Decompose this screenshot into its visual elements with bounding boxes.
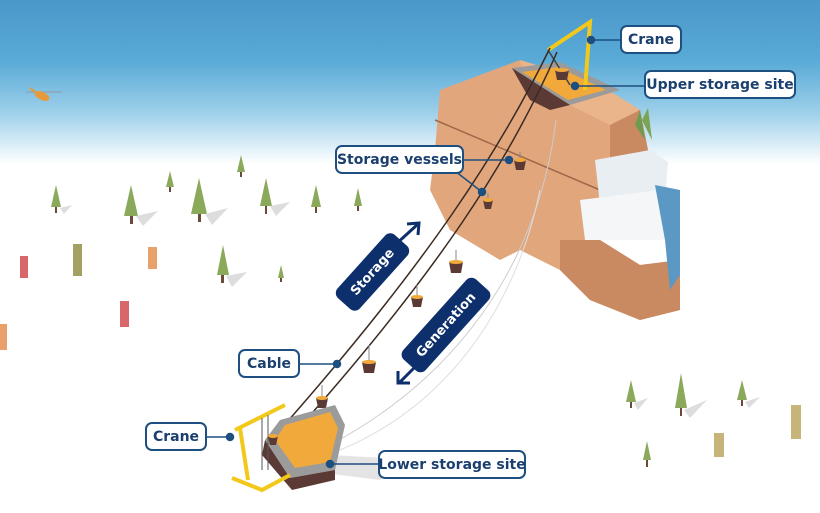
lower-crane xyxy=(231,403,291,493)
vessel-icon xyxy=(449,250,463,273)
tree-icon xyxy=(737,380,760,408)
vessel-icon xyxy=(483,193,493,209)
post-icon xyxy=(714,433,724,457)
tree-icon xyxy=(51,185,72,214)
label-storage-vessels: Storage vessels xyxy=(335,145,464,174)
tree-icon xyxy=(626,380,648,410)
trees xyxy=(51,155,760,467)
label-crane-top: Crane xyxy=(620,25,682,54)
tree-icon xyxy=(191,178,228,225)
tree-icon xyxy=(166,171,174,192)
post-icon xyxy=(20,256,28,278)
tree-icon xyxy=(278,265,284,282)
leader-lines xyxy=(207,35,644,469)
posts xyxy=(0,244,801,457)
post-icon xyxy=(791,405,801,439)
tree-icon xyxy=(675,373,707,418)
vessel-icon xyxy=(411,285,423,307)
tree-icon xyxy=(237,155,245,177)
tree-icon xyxy=(124,185,158,226)
tree-icon xyxy=(354,188,362,211)
storage-vessels xyxy=(316,152,526,408)
label-crane-bottom: Crane xyxy=(145,422,207,451)
label-upper-storage-site: Upper storage site xyxy=(644,70,796,99)
vessel-icon xyxy=(362,345,376,373)
tree-icon xyxy=(311,185,321,213)
post-icon xyxy=(0,324,7,350)
post-icon xyxy=(120,301,129,327)
post-icon xyxy=(148,247,157,269)
vessel-icon xyxy=(316,385,328,408)
tree-icon xyxy=(260,178,290,216)
snow-ledges xyxy=(580,108,680,290)
tree-icon xyxy=(217,245,247,287)
label-lower-storage-site: Lower storage site xyxy=(378,450,526,479)
upper-vessel xyxy=(555,68,569,80)
tree-icon xyxy=(643,441,651,467)
helicopter-icon xyxy=(26,87,62,101)
post-icon xyxy=(73,244,82,276)
lower-vessel xyxy=(268,434,278,445)
label-cable: Cable xyxy=(238,349,300,378)
vessel-icon xyxy=(514,152,526,170)
lower-site xyxy=(262,405,420,490)
